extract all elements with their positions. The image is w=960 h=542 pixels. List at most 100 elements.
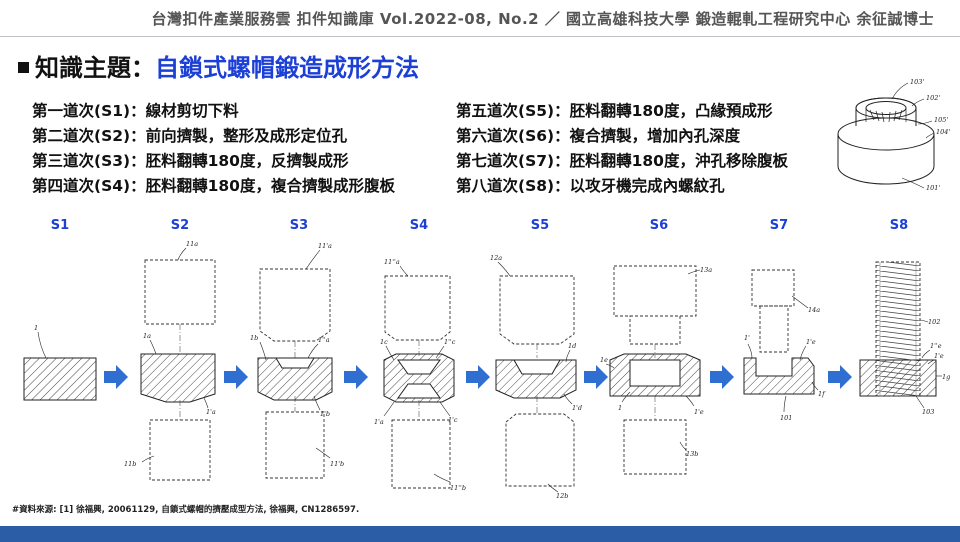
s6-upper-punch-tip <box>629 315 681 345</box>
s4-upper-punch <box>384 275 451 341</box>
flow-arrow-icon <box>344 365 368 389</box>
stage-label-s1: S1 <box>50 218 70 233</box>
flow-arrow-icon <box>466 365 490 389</box>
nut-collar-top <box>855 97 917 119</box>
step-item: 第三道次(S3)：胚料翻轉180度，反擠製成形 <box>32 152 349 170</box>
callout-label: 1''a <box>318 336 330 344</box>
callout-label: 11a <box>186 240 198 248</box>
s1-billet <box>23 357 97 401</box>
nut-ref-label: 103' <box>910 78 924 86</box>
callout-label: 1c <box>380 338 388 346</box>
steps-list-left: 第一道次(S1)：線材剪切下料 第二道次(S2)：前向擠製，整形及成形定位孔 第… <box>32 99 395 199</box>
s5-upper-punch <box>499 275 575 345</box>
callout-label: 1f <box>818 390 826 398</box>
s6-upper-punch <box>613 265 697 317</box>
callout-label: 1' <box>744 334 750 342</box>
stage-label-s8: S8 <box>889 218 909 233</box>
step-item: 第五道次(S5)：胚料翻轉180度，凸緣預成形 <box>456 102 773 120</box>
callout-label: 11''a <box>384 258 400 266</box>
s5-lower-punch <box>505 413 575 487</box>
callout-label: 13b <box>686 450 698 458</box>
callout-label: 103 <box>922 408 934 416</box>
callout-label: 1'e <box>694 408 704 416</box>
nut-thread-lines <box>865 108 907 123</box>
s4-workpiece <box>383 353 455 403</box>
callout-label: 1'a <box>206 408 216 416</box>
step-item: 第八道次(S8)：以攻牙機完成內螺紋孔 <box>456 177 725 195</box>
callout-label: 1'e <box>806 338 816 346</box>
s4-cavities <box>397 359 441 399</box>
stage-label-s5: S5 <box>530 218 550 233</box>
nut-bore <box>865 101 907 115</box>
callout-label: 1b <box>250 334 258 342</box>
step-item: 第一道次(S1)：線材剪切下料 <box>32 102 239 120</box>
step-item: 第七道次(S7)：胚料翻轉180度，沖孔移除腹板 <box>456 152 788 170</box>
callout-label: 11b <box>124 460 136 468</box>
step-item: 第四道次(S4)：胚料翻轉180度，複合擠製成形腹板 <box>32 177 395 195</box>
forging-process-diagram: 1 11a 1a 1'a 11b 11'a 1b 1''a 1'b 11'b 1… <box>23 240 950 500</box>
flow-arrow-icon <box>584 365 608 389</box>
s2-lower-die <box>149 419 211 481</box>
callout-label: 1''e <box>930 342 942 350</box>
stage-label-s6: S6 <box>649 218 669 233</box>
s8-tap <box>875 261 921 397</box>
callout-label: 12a <box>490 254 502 262</box>
stage-label-s3: S3 <box>289 218 309 233</box>
callout-label: 1d <box>568 342 576 350</box>
flow-arrow-icon <box>828 365 852 389</box>
steps-list-right: 第五道次(S5)：胚料翻轉180度，凸緣預成形 第六道次(S6)：複合擠製，增加… <box>456 99 788 199</box>
nut-ref-label: 102' <box>926 94 940 102</box>
s5-workpiece <box>495 359 577 399</box>
callout-label: 1 <box>618 404 622 412</box>
nut-top-face <box>837 117 935 151</box>
callout-label: 1'a <box>374 418 384 426</box>
source-citation: #資料來源: [1] 徐福興, 20061129, 自鎖式螺帽的擠壓成型方法, … <box>12 505 360 515</box>
s3-upper-punch <box>259 268 331 342</box>
s6-lower-punch <box>623 419 687 475</box>
s2-upper-die <box>144 259 216 325</box>
callout-label: 102 <box>928 318 940 326</box>
flow-arrow-icon <box>224 365 248 389</box>
callout-label: 1'b <box>320 410 330 418</box>
topic-heading: 知識主題：自鎖式螺帽鍛造成形方法 <box>18 48 419 83</box>
s5-cavity <box>513 359 561 375</box>
callout-label: 1a <box>143 332 151 340</box>
stage-labels-row: S1 S2 S3 S4 S5 S6 S7 S8 <box>0 218 960 236</box>
s6-cavity <box>629 359 681 387</box>
header: 台灣扣件產業服務雲 扣件知識庫 Vol.2022-08, No.2 ／ 國立高雄… <box>0 0 960 37</box>
callout-label: 11'a <box>318 242 332 250</box>
callout-label: 14a <box>808 306 820 314</box>
stage-label-s4: S4 <box>409 218 429 233</box>
callout-label: 11'b <box>330 460 344 468</box>
footer-bar <box>0 526 960 542</box>
nut-ref-label: 105' <box>934 116 948 124</box>
callout-label: 11''b <box>450 484 466 492</box>
stage-label-s2: S2 <box>170 218 190 233</box>
callout-label: 1e <box>600 356 608 364</box>
s4-lower-punch <box>391 419 451 489</box>
callout-label: 1g <box>942 373 950 381</box>
callout-label: 1''c <box>444 338 456 346</box>
bullet-square-icon <box>18 62 29 73</box>
s3-cavity <box>275 357 315 369</box>
header-title: 台灣扣件產業服務雲 扣件知識庫 Vol.2022-08, No.2 ／ 國立高雄… <box>151 10 934 28</box>
s3-lower-punch <box>265 411 325 479</box>
flow-arrow-icon <box>104 365 128 389</box>
callout-label: 1'd <box>572 404 582 412</box>
callout-label: 1'e <box>934 352 944 360</box>
nut-collar-outline <box>855 97 917 126</box>
callout-label: 1 <box>34 324 38 332</box>
s7-pierce-punch <box>759 305 789 353</box>
callout-label: 101 <box>780 414 792 422</box>
topic-title: 自鎖式螺帽鍛造成形方法 <box>155 54 419 82</box>
flow-arrow-icon <box>710 365 734 389</box>
callout-label: 13a <box>700 266 712 274</box>
stage-label-s7: S7 <box>769 218 789 233</box>
topic-prefix: 知識主題： <box>35 54 155 82</box>
nut-ref-label: 101' <box>926 184 940 192</box>
finished-nut-illustration: 103' 102' 105' 104' 101' <box>837 78 950 192</box>
step-item: 第二道次(S2)：前向擠製，整形及成形定位孔 <box>32 127 348 145</box>
s2-workpiece <box>140 353 216 403</box>
callout-label: 12b <box>556 492 568 500</box>
s3-workpiece <box>257 357 333 401</box>
